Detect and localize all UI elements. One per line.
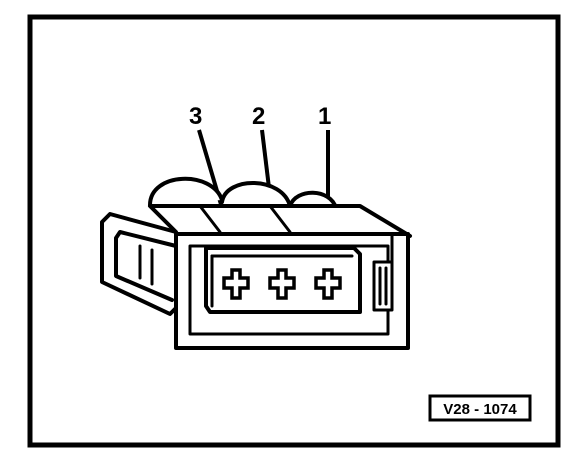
cable-bulge-left [148,176,224,207]
pin-contact-2 [268,268,296,300]
pin-callout-3: 3 [189,103,202,130]
pin-callout-1: 1 [318,103,331,130]
figure-border [27,14,561,448]
reference-code: V28 - 1074 [443,401,517,418]
pin-contact-3 [222,268,250,300]
pin-contacts [222,268,342,300]
reference-code-box [428,394,532,422]
pin-callout-2: 2 [252,103,265,130]
pin-contact-1 [314,268,342,300]
cable-bulge-middle [220,181,292,208]
locking-latch-inner [114,230,178,302]
connector-housing [100,176,412,350]
housing-key-ribs [372,260,394,312]
